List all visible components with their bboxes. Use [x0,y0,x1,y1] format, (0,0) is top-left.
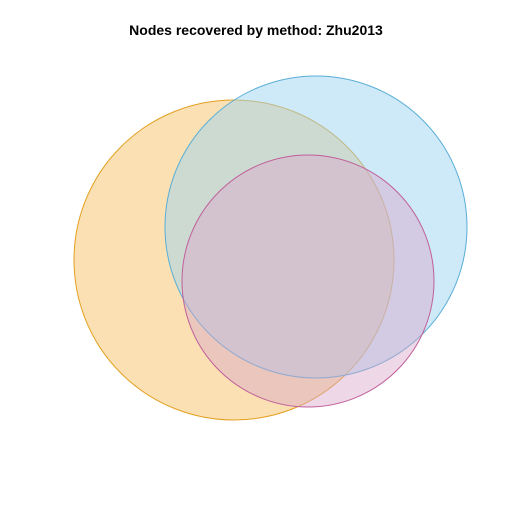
venn-circle-purple [181,154,435,408]
venn-circle-blue [164,75,468,379]
diagram-title: Nodes recovered by method: Zhu2013 [129,22,383,38]
